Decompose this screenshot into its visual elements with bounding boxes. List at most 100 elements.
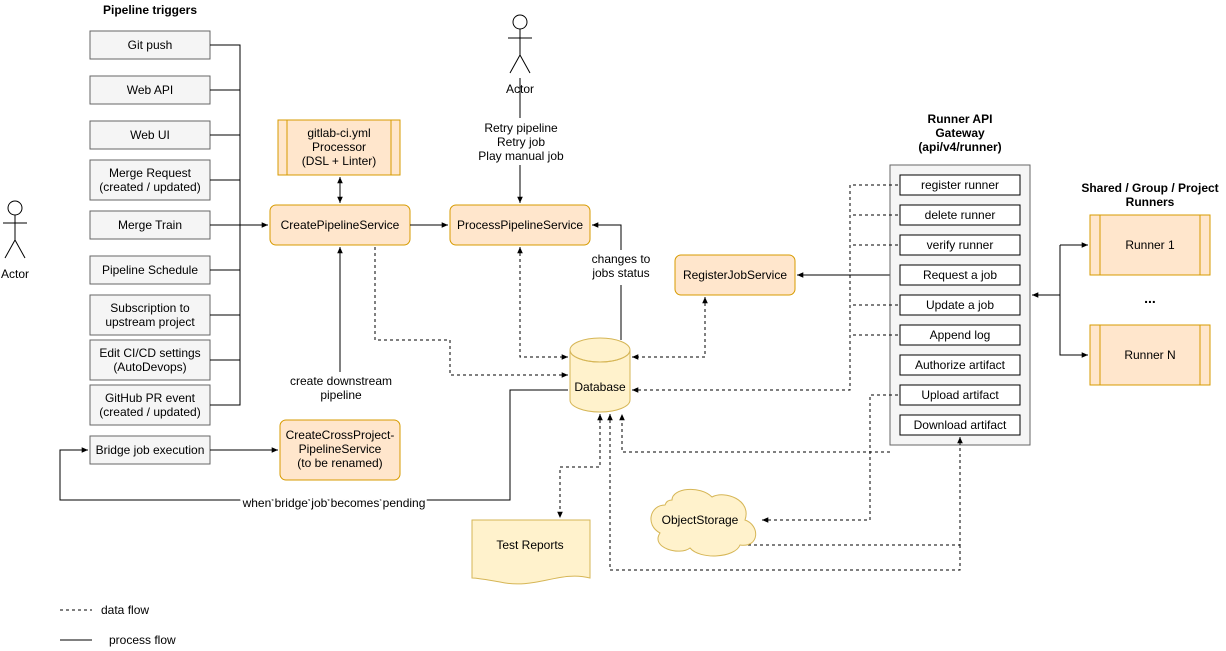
- test-reports-label: Test Reports: [496, 538, 563, 552]
- db-to-process-status-arrow: [592, 225, 622, 340]
- gitlab-ci-processor-line3: (DSL + Linter): [302, 154, 377, 168]
- gitlab-ci-processor-line2: Processor: [312, 140, 366, 154]
- runners-title-line2: Runners: [1126, 195, 1175, 209]
- actor-action-retry-pipeline: Retry pipeline: [484, 121, 558, 135]
- runner-n-label: Runner N: [1124, 348, 1175, 362]
- runner-1-box[interactable]: [1089, 214, 1211, 276]
- process-db-flow: [517, 247, 568, 360]
- gateway-endpoint-label: Authorize artifact: [915, 358, 1006, 372]
- gateway-to-db-flow: [632, 184, 898, 393]
- runners-title-line1: Shared / Group / Project: [1081, 181, 1218, 195]
- gateway-endpoint[interactable]: Upload artifact: [899, 384, 1021, 406]
- trigger-item[interactable]: Git push: [89, 30, 211, 60]
- gateway-endpoint[interactable]: verify runner: [899, 234, 1021, 256]
- gateway-endpoint-label: Update a job: [926, 298, 994, 312]
- actor-left-label: Actor: [1, 267, 29, 281]
- db-download-flow: [607, 414, 961, 571]
- gateway-endpoint-label: register runner: [921, 178, 999, 192]
- runner-n-box[interactable]: [1089, 324, 1211, 386]
- trigger-label: GitHub PR event: [105, 391, 196, 405]
- trigger-item[interactable]: GitHub PR event(created / updated): [89, 384, 211, 426]
- gateway-endpoint[interactable]: Update a job: [899, 294, 1021, 316]
- register-db-flow: [632, 297, 708, 360]
- gateway-title-line2: Gateway: [935, 126, 985, 140]
- gateway-title-line3: (api/v4/runner): [918, 140, 1001, 154]
- downstream-label-line1: create downstream: [290, 374, 392, 388]
- bridge-pending-loop: [59, 389, 568, 501]
- trigger-label: Web API: [127, 83, 173, 97]
- trigger-label: Web UI: [130, 128, 170, 142]
- register-job-service-box[interactable]: [674, 254, 796, 296]
- cross-project-line3: (to be renamed): [297, 456, 382, 470]
- test-reports-document[interactable]: [471, 519, 591, 585]
- database-cylinder[interactable]: [569, 337, 631, 413]
- runners-ellipsis: ...: [1144, 290, 1156, 306]
- trigger-label: (AutoDevops): [113, 360, 186, 374]
- gateway-endpoint[interactable]: Request a job: [899, 264, 1021, 286]
- trigger-connectors: [210, 44, 240, 406]
- cross-project-service-box[interactable]: [279, 419, 401, 481]
- object-storage-cloud[interactable]: [650, 489, 757, 557]
- cross-project-line1: CreateCrossProject-: [286, 428, 395, 442]
- db-authorize-flow: [619, 414, 890, 453]
- actor-action-retry-job: Retry job: [497, 135, 545, 149]
- gateway-endpoint-label: delete runner: [925, 208, 996, 222]
- trigger-item[interactable]: Merge Request(created / updated): [89, 159, 211, 201]
- gateway-endpoint-label: Request a job: [923, 268, 997, 282]
- gateway-db-connectors: [850, 214, 898, 336]
- database-label: Database: [574, 380, 626, 394]
- legend-data-flow: data flow: [101, 603, 149, 617]
- gateway-endpoint[interactable]: delete runner: [899, 204, 1021, 226]
- bridge-pending-label: when bridge job becomes pending: [242, 496, 426, 510]
- gateway-endpoint-label: verify runner: [927, 238, 994, 252]
- gateway-endpoint[interactable]: Append log: [899, 324, 1021, 346]
- trigger-item[interactable]: Pipeline Schedule: [89, 255, 211, 285]
- trigger-item[interactable]: Web API: [89, 75, 211, 105]
- trigger-label: Edit CI/CD settings: [99, 346, 200, 360]
- gateway-endpoint[interactable]: Download artifact: [899, 414, 1021, 436]
- trigger-label: Merge Train: [118, 218, 182, 232]
- register-job-service-label: RegisterJobService: [683, 268, 787, 282]
- object-storage-label: ObjectStorage: [662, 513, 739, 527]
- objectstorage-to-download-flow: [742, 437, 963, 546]
- actor-top-icon: [508, 14, 532, 74]
- gateway-endpoint-list: register runner delete runner verify runne…: [899, 174, 1021, 436]
- trigger-item[interactable]: Web UI: [89, 120, 211, 150]
- trigger-label: Subscription to: [110, 301, 190, 315]
- gateway-endpoint[interactable]: register runner: [899, 174, 1021, 196]
- create-pipeline-service-label: CreatePipelineService: [281, 218, 400, 232]
- trigger-label: Git push: [128, 38, 173, 52]
- create-to-db-flow: [374, 247, 568, 378]
- bridge-job-label: Bridge job execution: [96, 443, 205, 457]
- changes-status-line1: changes to: [592, 252, 651, 266]
- gitlab-ci-processor-box[interactable]: [277, 119, 401, 176]
- runner-1-label: Runner 1: [1125, 238, 1175, 252]
- trigger-item[interactable]: Merge Train: [89, 210, 211, 240]
- process-pipeline-service-label: ProcessPipelineService: [457, 218, 583, 232]
- actor-action-play-manual-job: Play manual job: [478, 149, 564, 163]
- gateway-endpoint-label: Upload artifact: [921, 388, 999, 402]
- triggers-heading: Pipeline triggers: [103, 3, 197, 17]
- gitlab-ci-processor-line1: gitlab-ci.yml: [307, 126, 370, 140]
- trigger-item[interactable]: Edit CI/CD settings(AutoDevops): [89, 339, 211, 381]
- runners-bus-vertical: [1059, 245, 1088, 358]
- legend-process-flow: process flow: [109, 633, 176, 647]
- gateway-endpoint-label: Append log: [930, 328, 991, 342]
- actor-left-icon: [3, 200, 27, 259]
- trigger-label: (created / updated): [99, 405, 200, 419]
- db-test-reports-flow: [557, 414, 603, 518]
- trigger-label: (created / updated): [99, 180, 200, 194]
- upload-to-objectstorage-flow: [762, 394, 898, 523]
- gateway-endpoint-label: Download artifact: [914, 418, 1007, 432]
- gateway-endpoint[interactable]: Authorize artifact: [899, 354, 1021, 376]
- downstream-label-line2: pipeline: [320, 388, 362, 402]
- cross-project-line2: PipelineService: [299, 442, 382, 456]
- trigger-label: upstream project: [105, 315, 195, 329]
- trigger-label: Pipeline Schedule: [102, 263, 198, 277]
- trigger-label: Merge Request: [109, 166, 192, 180]
- gateway-title-line1: Runner API: [928, 112, 993, 126]
- bridge-job-box[interactable]: [89, 435, 211, 465]
